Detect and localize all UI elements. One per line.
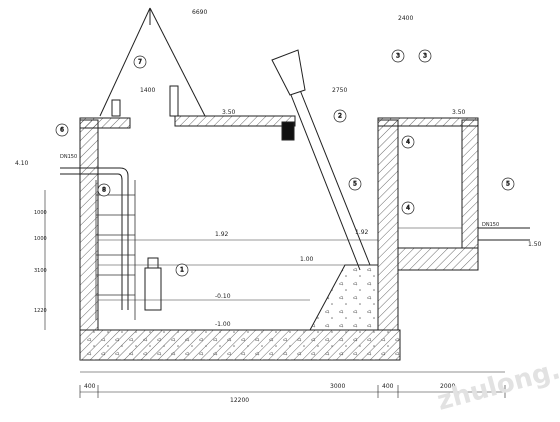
bottom-dim-2: 12200 — [230, 397, 249, 404]
top-slab-left — [79, 117, 131, 129]
callout-1: 1 — [180, 267, 184, 274]
lifting-frame — [99, 7, 206, 117]
callout-8: 8 — [102, 187, 106, 194]
dim-top-right: 2400 — [398, 15, 413, 22]
callout-2: 2 — [338, 113, 342, 120]
ladder — [95, 180, 136, 320]
pipe-left-label: DN150 — [60, 154, 77, 160]
bottom-slab — [79, 329, 401, 361]
callout-7: 7 — [138, 59, 142, 66]
pipe-right-label: DN150 — [482, 222, 499, 228]
rising-main — [60, 167, 162, 311]
elev-right-water: 1.92 — [355, 229, 369, 236]
partition-wall — [377, 119, 399, 331]
dim-platform: 1400 — [140, 87, 155, 94]
callout-3a: 3 — [396, 53, 400, 60]
callouts: 1 2 3 3 4 4 5 5 6 7 8 — [55, 49, 515, 277]
vert-dim-1: 1000 — [34, 210, 47, 216]
elev-bottom: -1.00 — [215, 321, 231, 328]
left-wall — [79, 119, 99, 331]
inclined-screen — [271, 49, 371, 271]
elev-right-top: 3.50 — [452, 109, 466, 116]
dimension-lines — [44, 190, 506, 398]
bottom-dim-4: 400 — [382, 383, 394, 390]
callout-5a: 5 — [353, 181, 357, 188]
callout-3b: 3 — [423, 53, 427, 60]
vert-dim-3: 3100 — [34, 268, 47, 274]
callout-5b: 5 — [506, 181, 510, 188]
callout-4a: 4 — [406, 139, 410, 146]
outlet-chamber — [377, 117, 479, 271]
vert-dim-2: 1000 — [34, 236, 47, 242]
water-level-lines — [98, 227, 462, 301]
elev-water-high: 1.92 — [215, 231, 229, 238]
concrete-ramp — [309, 264, 379, 331]
elev-water-low: -0.10 — [215, 293, 231, 300]
elev-inlet-left: 4.10 — [15, 160, 29, 167]
bottom-dim-5: 2000 — [440, 383, 455, 390]
bottom-dim-1: 400 — [84, 383, 96, 390]
elev-water-mid: 1.00 — [300, 256, 314, 263]
dim-screen-length: 2750 — [332, 87, 347, 94]
callout-6: 6 — [60, 127, 64, 134]
dim-top-left: 6690 — [192, 9, 207, 16]
watermark: zhulong.com — [434, 340, 560, 417]
bottom-dim-3: 3000 — [330, 383, 345, 390]
outlet-pipe — [478, 227, 530, 241]
elev-left-platform: 3.50 — [222, 109, 236, 116]
callout-4b: 4 — [406, 205, 410, 212]
elev-outlet: 1.50 — [528, 241, 542, 248]
vert-dim-4: 1220 — [34, 308, 47, 314]
top-slab-center — [174, 115, 296, 127]
